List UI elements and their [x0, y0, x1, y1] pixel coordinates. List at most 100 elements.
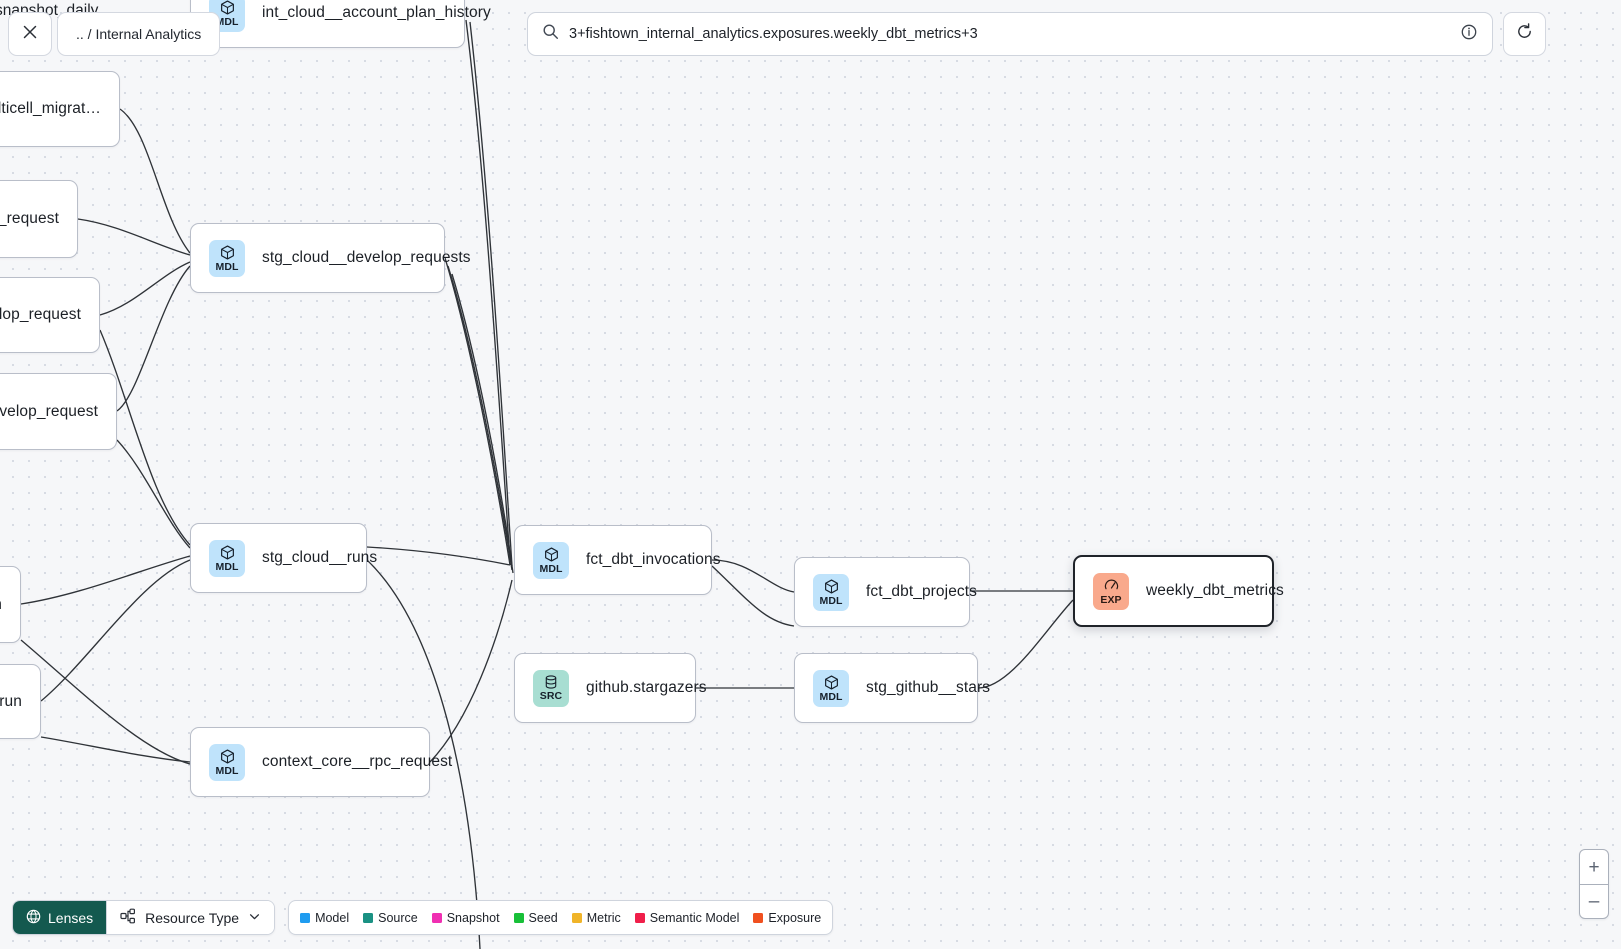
mdl-badge: MDL — [813, 573, 849, 611]
src-badge: SRC — [533, 669, 569, 707]
lenses-button[interactable]: Lenses — [13, 901, 107, 934]
top-toolbar: .. / Internal Analytics — [0, 0, 1621, 68]
gauge-icon — [1103, 577, 1120, 594]
badge-label: MDL — [819, 594, 843, 607]
resource-type-label: Resource Type — [145, 909, 240, 926]
lineage-node-label: …run — [0, 692, 22, 710]
cube-icon — [823, 578, 840, 595]
legend-item-seed[interactable]: Seed — [513, 911, 558, 925]
mdl-badge: MDL — [209, 239, 245, 277]
lens-controls: Lenses Resource Type — [12, 900, 276, 935]
lineage-node-label: int_cloud__account_plan_history — [262, 4, 491, 21]
lineage-node-velop_request[interactable]: …velop_request — [0, 277, 100, 353]
lineage-node-partial_n[interactable]: …n — [0, 566, 21, 643]
lineage-node-int_cloud_account_plan_history[interactable]: MDL int_cloud__account_plan_history — [190, 0, 491, 48]
badge-label: MDL — [215, 15, 239, 28]
lineage-node-develop_request[interactable]: …develop_request — [0, 373, 117, 450]
legend-label: Source — [378, 910, 418, 925]
legend-item-exposure[interactable]: Exposure — [753, 911, 821, 925]
mdl-badge: MDL — [813, 669, 849, 707]
hierarchy-icon — [120, 908, 136, 927]
legend-label: Snapshot — [446, 910, 500, 925]
lineage-node-stg_cloud_runs[interactable]: MDL stg_cloud__runs — [190, 523, 377, 593]
cube-icon — [219, 244, 236, 261]
info-icon[interactable] — [1460, 23, 1478, 46]
badge-label: MDL — [539, 562, 563, 575]
lineage-node-github_stargazers[interactable]: SRC github.stargazers — [514, 653, 707, 723]
lineage-node-multicell_migrate[interactable]: …multicell_migrat… — [0, 71, 120, 147]
lineage-node-label: …n — [0, 596, 2, 614]
bottom-toolbar: Lenses Resource Type Model Source Snapshot… — [12, 900, 834, 935]
zoom-controls: + – — [1579, 849, 1609, 919]
lineage-node-stg_github_stars[interactable]: MDL stg_github__stars — [794, 653, 990, 723]
cube-icon — [219, 0, 236, 16]
search-input[interactable] — [569, 26, 1450, 42]
lineage-node-label: stg_github__stars — [866, 679, 991, 696]
legend-item-snapshot[interactable]: Snapshot — [431, 910, 500, 925]
badge-label: MDL — [215, 260, 239, 273]
chevron-down-icon — [248, 910, 261, 926]
refresh-icon — [1515, 22, 1534, 46]
close-icon — [21, 23, 39, 46]
lineage-node-fct_dbt_invocations[interactable]: MDL fct_dbt_invocations — [514, 525, 721, 595]
badge-label: MDL — [215, 764, 239, 777]
legend-label: Exposure — [768, 910, 822, 925]
legend-item-model[interactable]: Model — [300, 911, 349, 925]
lineage-node-partial_run[interactable]: …run — [0, 664, 41, 739]
search-bar[interactable] — [527, 12, 1493, 56]
legend-swatch — [300, 912, 311, 923]
lineage-node-weekly_dbt_metrics[interactable]: EXP weekly_dbt_metrics — [1073, 555, 1284, 627]
cube-icon — [543, 546, 560, 563]
lenses-label: Lenses — [48, 909, 94, 926]
lineage-node-label: …p_request — [0, 210, 59, 227]
mdl-badge: MDL — [209, 539, 245, 577]
refresh-button[interactable] — [1503, 12, 1546, 56]
lineage-node-label: stg_cloud__develop_requests — [262, 249, 471, 266]
cube-icon — [823, 674, 840, 691]
legend-swatch — [431, 912, 442, 923]
breadcrumb[interactable]: .. / Internal Analytics — [57, 12, 221, 56]
lineage-node-label: fct_dbt_invocations — [586, 551, 721, 568]
lineage-node-label: fct_dbt_projects — [866, 583, 978, 600]
zoom-out-button[interactable]: – — [1580, 884, 1608, 918]
legend-swatch — [513, 912, 524, 923]
lineage-node-label: …develop_request — [0, 402, 98, 420]
zoom-in-button[interactable]: + — [1588, 856, 1600, 878]
database-icon — [543, 674, 559, 690]
close-button[interactable] — [8, 12, 52, 56]
lineage-node-context_core_rpc_request[interactable]: MDL context_core__rpc_request — [190, 727, 452, 797]
lineage-node-label: github.stargazers — [586, 679, 707, 696]
legend-swatch — [634, 912, 645, 923]
lineage-node-fct_dbt_projects[interactable]: MDL fct_dbt_projects — [794, 557, 977, 627]
badge-label: EXP — [1100, 593, 1122, 606]
breadcrumb-label: .. / Internal Analytics — [76, 26, 202, 42]
resource-type-dropdown[interactable]: Resource Type — [106, 901, 275, 934]
legend-swatch — [571, 912, 582, 923]
cube-icon — [219, 748, 236, 765]
lineage-node-label: stg_cloud__runs — [262, 549, 378, 566]
legend-item-metric[interactable]: Metric — [571, 910, 621, 925]
legend-swatch — [753, 912, 764, 923]
badge-label: SRC — [539, 690, 563, 703]
cube-icon — [219, 544, 236, 561]
lineage-node-label: …velop_request — [0, 306, 81, 323]
lineage-node-label: weekly_dbt_metrics — [1146, 582, 1284, 599]
search-icon — [542, 23, 559, 45]
lineage-node-stg_cloud_develop_requests[interactable]: MDL stg_cloud__develop_requests — [190, 223, 471, 293]
badge-label: MDL — [819, 690, 843, 703]
legend-label: Metric — [586, 910, 621, 925]
legend-item-source[interactable]: Source — [363, 911, 418, 925]
legend-item-semantic-model[interactable]: Semantic Model — [634, 910, 740, 925]
legend-label: Semantic Model — [649, 910, 740, 925]
legend-label: Model — [315, 910, 350, 925]
badge-label: MDL — [215, 560, 239, 573]
lens-icon — [26, 909, 41, 927]
lineage-node-p_request[interactable]: …p_request — [0, 180, 78, 258]
resource-type-legend: Model Source Snapshot Seed Metric Semantic Mo… — [288, 900, 834, 935]
mdl-badge: MDL — [533, 541, 569, 579]
exp-badge: EXP — [1093, 572, 1129, 610]
lineage-node-label: context_core__rpc_request — [262, 753, 453, 770]
mdl-badge: MDL — [209, 743, 245, 781]
